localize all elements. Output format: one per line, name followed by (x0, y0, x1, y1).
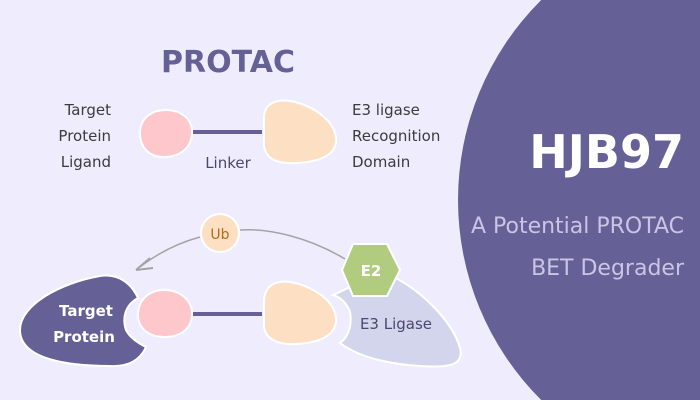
bound-e3-domain-shape (263, 280, 338, 346)
target-protein-label-line-2: Protein (53, 328, 115, 346)
banner-subtitle-line-1: A Potential PROTAC (471, 214, 684, 239)
ubiquitin-label: Ub (210, 227, 229, 243)
banner-title: HJB97 (529, 125, 684, 179)
ub-arc-upper (239, 229, 346, 260)
e3-domain-label-line-1: E3 ligase (352, 101, 420, 119)
ubiquitin-circle (200, 213, 240, 253)
arrow-head-icon (135, 257, 154, 271)
target-protein-shape (18, 274, 148, 368)
linker-label: Linker (205, 154, 251, 172)
e3-domain-label-line-3: Domain (352, 153, 410, 171)
e3-domain-label-line-2: Recognition (352, 127, 440, 145)
target-ligand-label-line-3: Ligand (61, 153, 111, 171)
e2-hexagon (341, 243, 401, 297)
banner-subtitle-line-2: BET Degrader (531, 256, 685, 281)
banner-circle (458, 0, 700, 400)
e3-recognition-domain-shape (263, 99, 338, 165)
bound-ligand-shape (136, 288, 194, 339)
target-protein-label-line-1: Target (59, 302, 113, 320)
target-ligand-label-line-1: Target (64, 101, 112, 119)
e3-ligase-label: E3 Ligase (360, 315, 432, 333)
target-ligand-shape (138, 108, 194, 159)
ub-arc-lower (139, 236, 201, 268)
e2-label: E2 (361, 262, 382, 280)
protac-title: PROTAC (161, 45, 295, 80)
target-ligand-label-line-2: Protein (58, 127, 111, 145)
